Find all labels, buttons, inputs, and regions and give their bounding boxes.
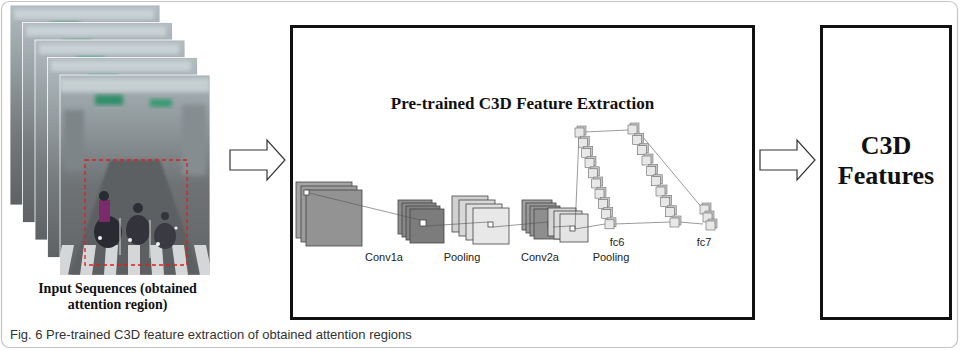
- conv1a-maps: [420, 220, 426, 226]
- fc6-units: [588, 167, 599, 178]
- connection-lines: [637, 130, 703, 209]
- front-frame: [60, 78, 210, 92]
- pooling1-maps: [488, 222, 493, 227]
- back-frame: [14, 9, 154, 19]
- connection-lines: [614, 222, 670, 224]
- front-frame: [60, 245, 74, 275]
- front-frame: [126, 215, 150, 245]
- input-label: Input Sequences (obtained attention regi…: [10, 281, 225, 313]
- fc6-units: [585, 157, 596, 168]
- input-frames: [10, 5, 212, 275]
- fc7-units: [700, 203, 717, 230]
- front-frame: [154, 223, 176, 249]
- fc-units: [642, 154, 653, 165]
- front-frame: [133, 203, 143, 213]
- connection-lines: [309, 130, 703, 229]
- back-frame: [39, 44, 179, 54]
- pooling1-maps: [452, 196, 509, 244]
- back-frame: [51, 61, 191, 71]
- fc-units: [628, 123, 639, 134]
- figure-caption: Fig. 6 Pre-trained C3D feature extractio…: [10, 327, 412, 343]
- front-frame: [104, 245, 118, 275]
- output-title: C3D Features: [829, 131, 943, 191]
- pooling2-maps: [570, 226, 575, 231]
- input-volume: [304, 190, 309, 195]
- connection-lines: [426, 222, 488, 226]
- flow-arrow: [230, 140, 285, 180]
- attention-region: [85, 160, 187, 265]
- fc6-units: [575, 126, 586, 137]
- front-frame: [150, 99, 172, 107]
- connection-lines: [493, 222, 548, 227]
- fc-units: [665, 206, 676, 217]
- front-frame: [60, 78, 210, 275]
- front-frame: [194, 245, 210, 275]
- front-frame: [182, 105, 206, 175]
- input-volume: [296, 182, 362, 246]
- front-frame: [120, 218, 121, 255]
- conv1a-maps: [398, 200, 444, 243]
- fc6-units: [595, 187, 606, 198]
- front-frame: [150, 245, 164, 275]
- front-frame: [150, 220, 151, 258]
- front-frame: [64, 110, 84, 170]
- input-volume: [306, 190, 362, 246]
- front-frame: [99, 200, 110, 222]
- output-box: C3D Features: [820, 25, 952, 320]
- fc6-units: [605, 218, 616, 229]
- front-frame: [70, 160, 200, 275]
- fc6-units: [598, 197, 609, 208]
- layer-label: Conv2a: [521, 251, 559, 264]
- front-frame: [80, 245, 96, 275]
- flow-arrow: [760, 140, 815, 180]
- fc-units: [661, 195, 672, 206]
- fc6-units: [575, 126, 616, 229]
- layer-label: Pooling: [444, 251, 481, 264]
- front-frame: [161, 212, 169, 220]
- back-frame: [26, 26, 166, 36]
- input-sequence-stack: Input Sequences (obtained attention regi…: [10, 5, 225, 321]
- fc-units: [628, 123, 681, 227]
- front-frame: [99, 191, 109, 201]
- fc-units: [670, 216, 681, 227]
- front-frame: [172, 245, 188, 275]
- fc6-units: [578, 136, 589, 147]
- front-frame: [174, 226, 177, 229]
- box-title: Pre-trained C3D Feature Extraction: [293, 94, 752, 114]
- layer-label: Pooling: [593, 251, 630, 264]
- layer-label: fc7: [697, 236, 712, 249]
- fc6-units: [592, 177, 603, 188]
- connection-lines: [575, 136, 579, 229]
- fc-units: [651, 175, 662, 186]
- fc-units: [647, 164, 658, 175]
- connection-lines: [584, 130, 628, 132]
- fc-units: [656, 185, 667, 196]
- front-frame: [98, 236, 102, 240]
- pooling2-maps: [548, 208, 588, 242]
- connection-lines: [553, 226, 570, 227]
- fc7-units: [706, 219, 717, 230]
- fc6-units: [602, 208, 613, 219]
- front-frame: [128, 245, 140, 275]
- layer-label: fc6: [610, 236, 625, 249]
- connection-lines: [679, 222, 703, 224]
- fc6-units: [582, 146, 593, 157]
- fc-units: [637, 144, 648, 155]
- front-frame: [128, 238, 132, 242]
- front-frame: [95, 95, 123, 105]
- feature-extractor-box: Pre-trained C3D Feature Extraction: [290, 25, 755, 320]
- connection-lines: [309, 193, 420, 220]
- layer-label: Conv1a: [365, 251, 403, 264]
- front-frame: [56, 75, 212, 275]
- front-frame: [156, 242, 160, 246]
- fc-units: [633, 133, 644, 144]
- connection-lines: [575, 224, 605, 229]
- pooling2-maps: [560, 214, 588, 242]
- front-frame: [60, 75, 210, 275]
- network-illustration: [296, 123, 717, 246]
